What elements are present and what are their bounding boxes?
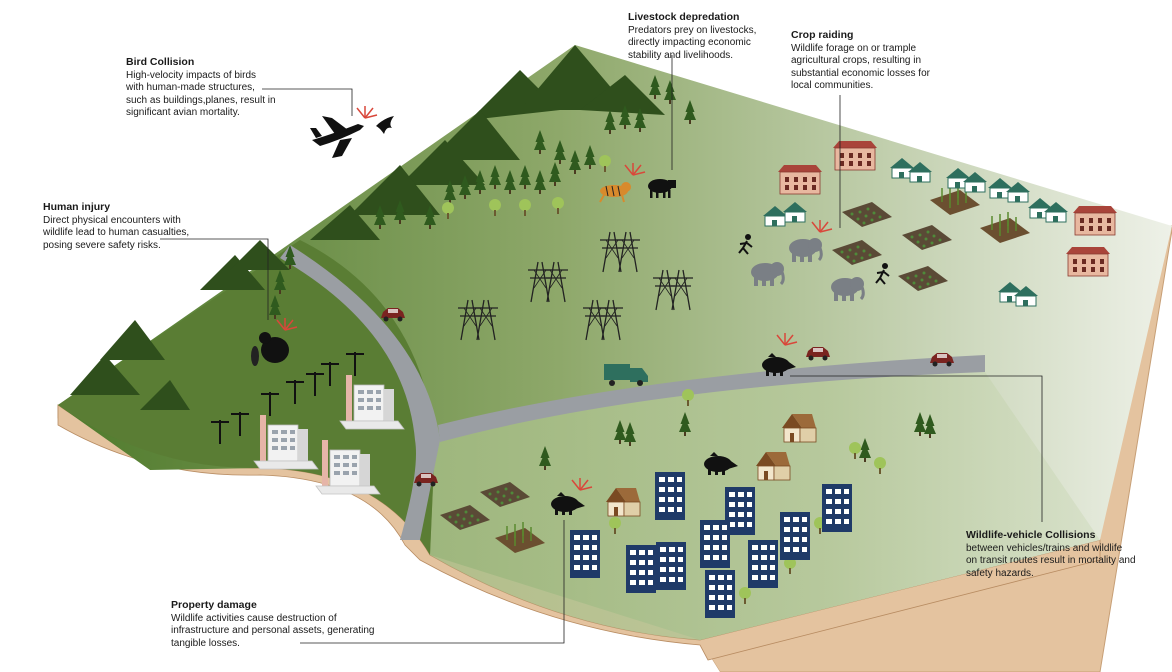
- truck-icon: [604, 364, 648, 386]
- soil-front: [58, 418, 720, 672]
- leader-property: [300, 520, 565, 644]
- mountain-range: [70, 45, 665, 410]
- airplane-icon: [310, 116, 364, 158]
- leader-wvc: [790, 375, 1043, 522]
- callout-text: Wildlife activities cause destruction of…: [171, 612, 375, 649]
- callout-bird-collision: Bird Collision High-velocity impacts of …: [126, 56, 276, 120]
- leader-human: [160, 238, 269, 320]
- callout-text: Wildlife forage on or trample agricultur…: [791, 42, 930, 92]
- road-main: [438, 355, 985, 442]
- bird-icon: [376, 116, 394, 134]
- callout-title: Human injury: [43, 201, 111, 213]
- callout-text: Predators prey on livestocks, directly i…: [628, 24, 757, 61]
- callout-title: Bird Collision: [126, 56, 195, 68]
- leader-bird: [262, 88, 353, 116]
- cow-icon: [648, 179, 676, 198]
- callout-human-injury: Human injury Direct physical encounters …: [43, 201, 203, 252]
- callout-text: High-velocity impacts of birds with huma…: [126, 69, 276, 119]
- callout-livestock-depredation: Livestock depredation Predators prey on …: [628, 11, 778, 62]
- callout-wildlife-vehicle-collisions: Wildlife-vehicle Collisions between vehi…: [966, 529, 1136, 580]
- callout-title: Wildlife-vehicle Collisions: [966, 529, 1096, 541]
- callout-text: between vehicles/trains and wildlife on …: [966, 542, 1136, 579]
- leader-lines: [160, 55, 1043, 644]
- callout-title: Livestock depredation: [628, 11, 740, 23]
- bear-icon: [251, 332, 289, 366]
- running-person-icon: [738, 234, 890, 285]
- road-curve: [280, 245, 440, 540]
- callout-text: Direct physical encounters with wildlife…: [43, 214, 190, 251]
- callout-crop-raiding: Crop raiding Wildlife forage on or tramp…: [791, 29, 941, 93]
- tiger-icon: [599, 182, 631, 203]
- callout-property-damage: Property damage Wildlife activities caus…: [171, 599, 381, 650]
- callout-title: Property damage: [171, 599, 257, 611]
- callout-title: Crop raiding: [791, 29, 854, 41]
